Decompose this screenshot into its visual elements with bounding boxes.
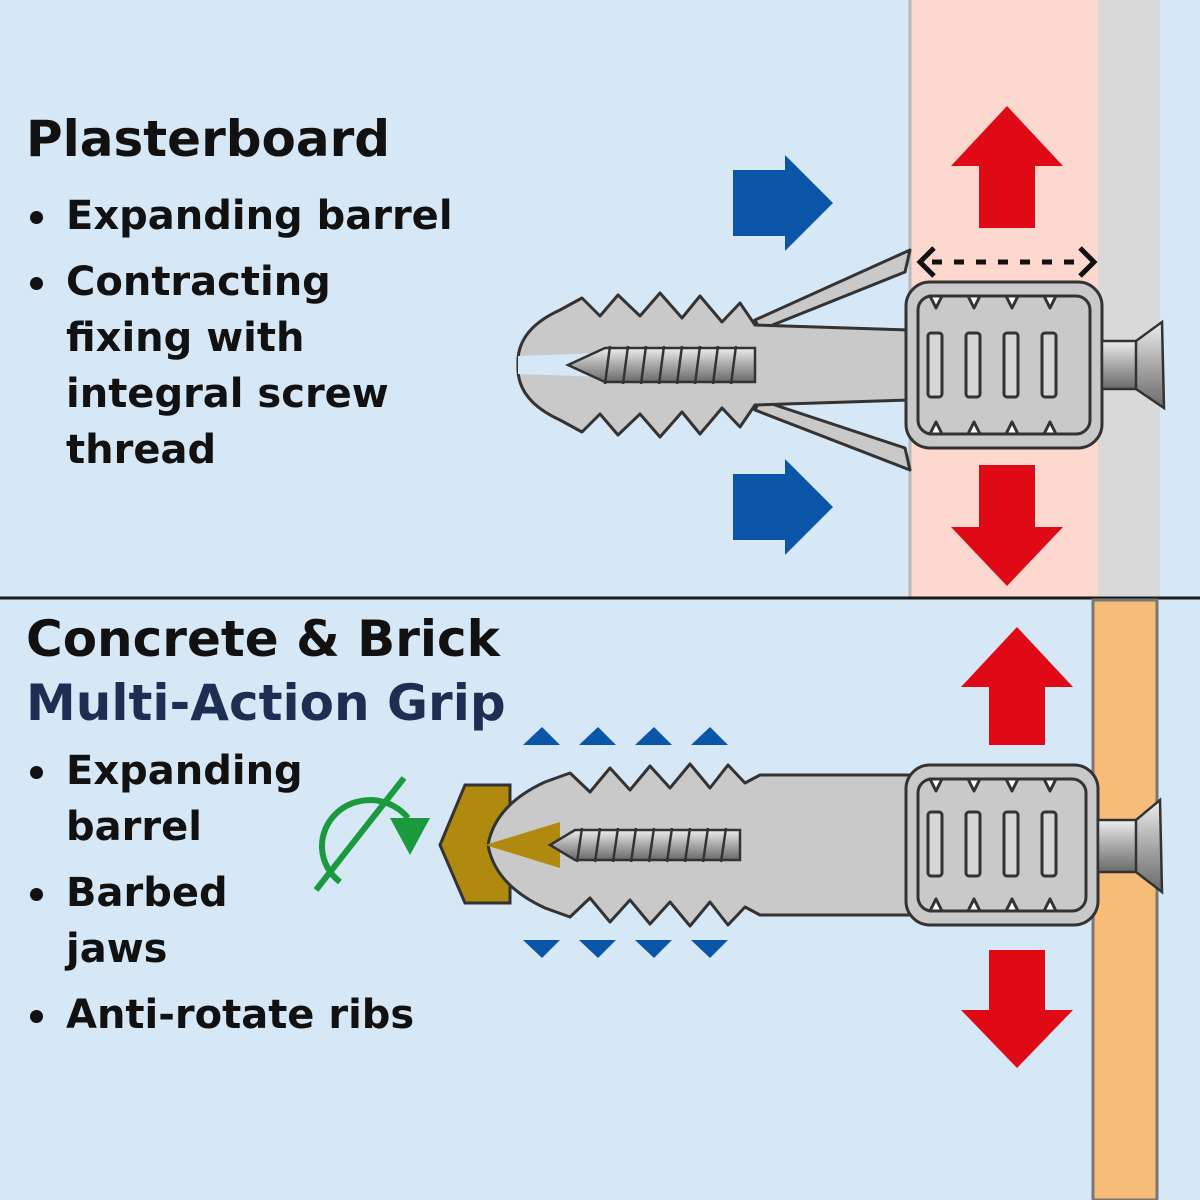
concrete-panel (313, 598, 1164, 1200)
pull-arrow-icon (951, 465, 1063, 586)
push-arrow-icon (733, 155, 833, 251)
bullet-contracting-fixing: Contracting fixing with integral screw t… (26, 254, 526, 478)
grip-triangle-icon (635, 940, 672, 958)
grip-triangle-icon (691, 727, 728, 745)
pull-arrow-icon (961, 627, 1073, 745)
rotate-icon (313, 776, 430, 892)
wall-plug-concrete (485, 762, 1100, 928)
push-arrow-icon (733, 459, 833, 555)
grip-triangle-icon (579, 940, 616, 958)
screw-concrete (547, 797, 1164, 895)
plasterboard-title: Plasterboard (26, 110, 391, 168)
brick-wall (1091, 598, 1159, 1200)
plasterboard-feature-list: Expanding barrel Contracting fixing with… (26, 188, 526, 488)
grip-triangle-icon (635, 727, 672, 745)
bullet-anti-rotate-ribs: Anti-rotate ribs (26, 987, 414, 1043)
bullet-expanding-barrel: Expanding barrel (26, 743, 346, 855)
grip-indicators-bottom (523, 940, 728, 958)
concrete-subtitle: Multi-Action Grip (26, 674, 506, 732)
grip-triangle-icon (523, 727, 560, 745)
plasterboard-panel (0, 0, 1200, 597)
grip-triangle-icon (523, 940, 560, 958)
bullet-expanding-barrel: Expanding barrel (26, 188, 526, 244)
grip-triangle-icon (579, 727, 616, 745)
grip-triangle-icon (691, 940, 728, 958)
wall-cavity-back (1098, 0, 1160, 597)
concrete-title: Concrete & Brick (26, 610, 500, 668)
concrete-feature-list: Expanding barrel Barbed jaws Anti-rotate… (26, 743, 414, 1053)
pull-arrow-icon (961, 950, 1073, 1068)
grip-indicators-top (523, 727, 728, 745)
pull-arrow-icon (951, 106, 1063, 228)
expansion-width-icon (916, 246, 1098, 278)
bullet-barbed-jaws: Barbed jaws (26, 865, 346, 977)
screw-plasterboard (565, 319, 1166, 411)
